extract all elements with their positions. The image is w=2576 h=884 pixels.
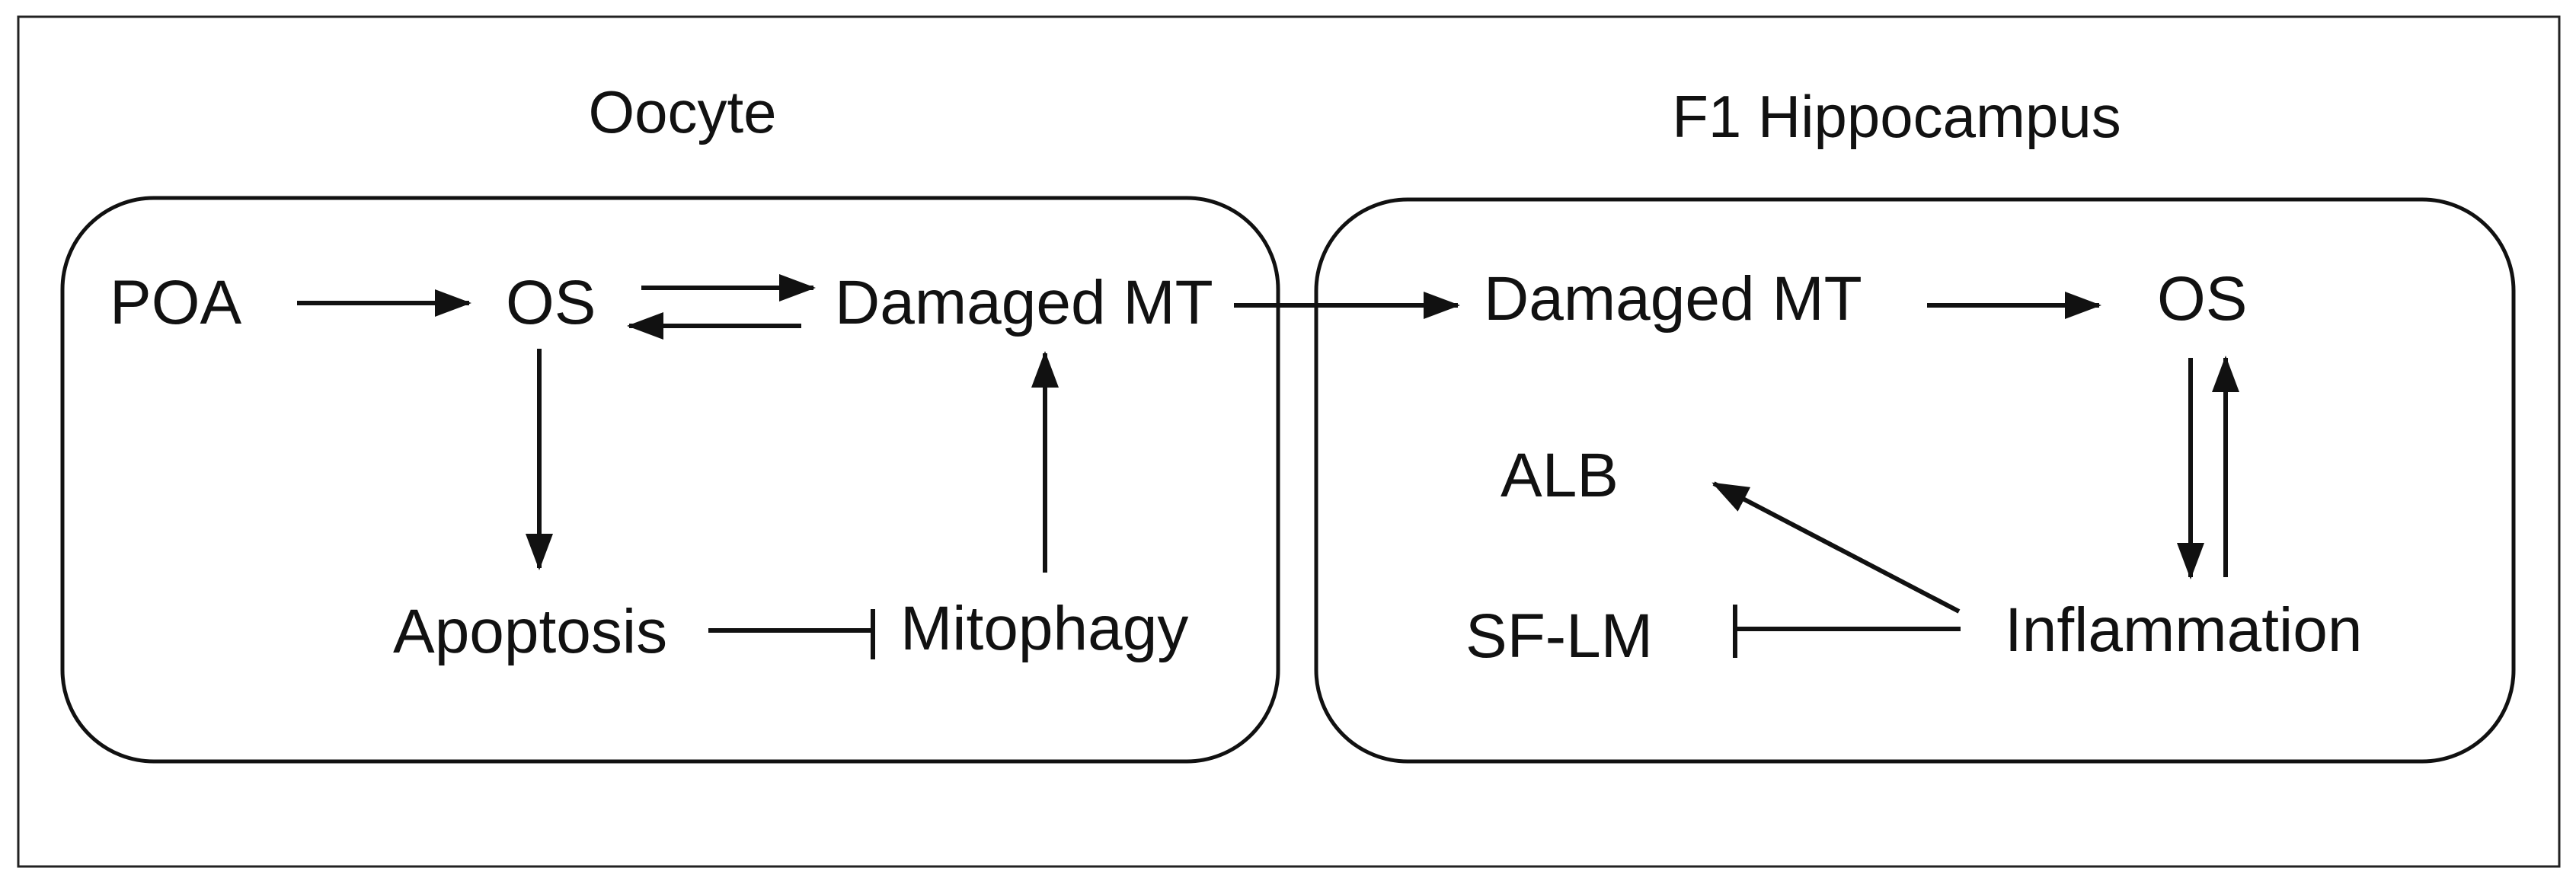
node-inflammation: Inflammation (2005, 595, 2362, 665)
node-damaged-mt-hippocampus: Damaged MT (1484, 264, 1862, 333)
outer-frame (17, 15, 2561, 868)
node-damaged-mt-oocyte: Damaged MT (835, 268, 1213, 337)
node-sf-lm: SF-LM (1465, 602, 1653, 671)
oocyte-panel-title: Oocyte (588, 78, 776, 145)
node-os-oocyte: OS (506, 268, 596, 337)
node-poa: POA (110, 268, 241, 337)
node-mitophagy: Mitophagy (900, 594, 1188, 663)
oocyte-panel (60, 196, 1280, 764)
arrow-inflammation-to-alb (1711, 481, 1961, 614)
node-os-hippocampus: OS (2157, 264, 2247, 333)
node-apoptosis: Apoptosis (393, 597, 667, 666)
node-alb: ALB (1501, 441, 1619, 510)
hippocampus-panel (1314, 197, 2516, 764)
hippocampus-panel-title: F1 Hippocampus (1672, 83, 2121, 150)
